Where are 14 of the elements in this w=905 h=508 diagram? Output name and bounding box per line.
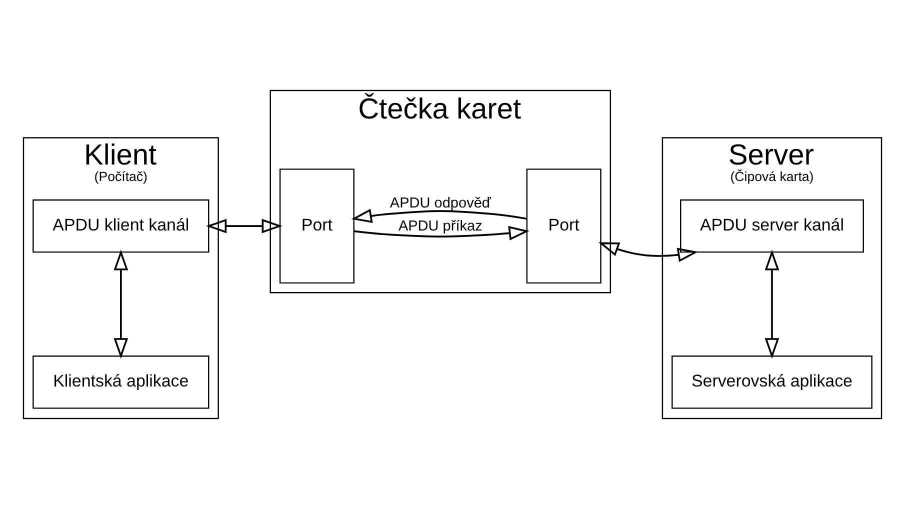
arrow bbox=[598, 242, 698, 262]
node-box: APDU server kanál bbox=[680, 198, 864, 252]
arrow bbox=[354, 226, 530, 240]
edge-label: APDU příkaz bbox=[398, 218, 482, 234]
arrow bbox=[206, 218, 282, 233]
node-box: Klientská aplikace bbox=[32, 355, 210, 408]
arrow bbox=[764, 249, 780, 358]
node-box: APDU klient kanál bbox=[32, 198, 210, 252]
arrow bbox=[351, 208, 527, 223]
node-box: Serverovská aplikace bbox=[672, 355, 872, 408]
arrow bbox=[114, 249, 128, 358]
node-box: Port bbox=[279, 168, 354, 284]
edge-label: APDU odpověď bbox=[390, 194, 491, 211]
node-box: Port bbox=[526, 168, 602, 284]
